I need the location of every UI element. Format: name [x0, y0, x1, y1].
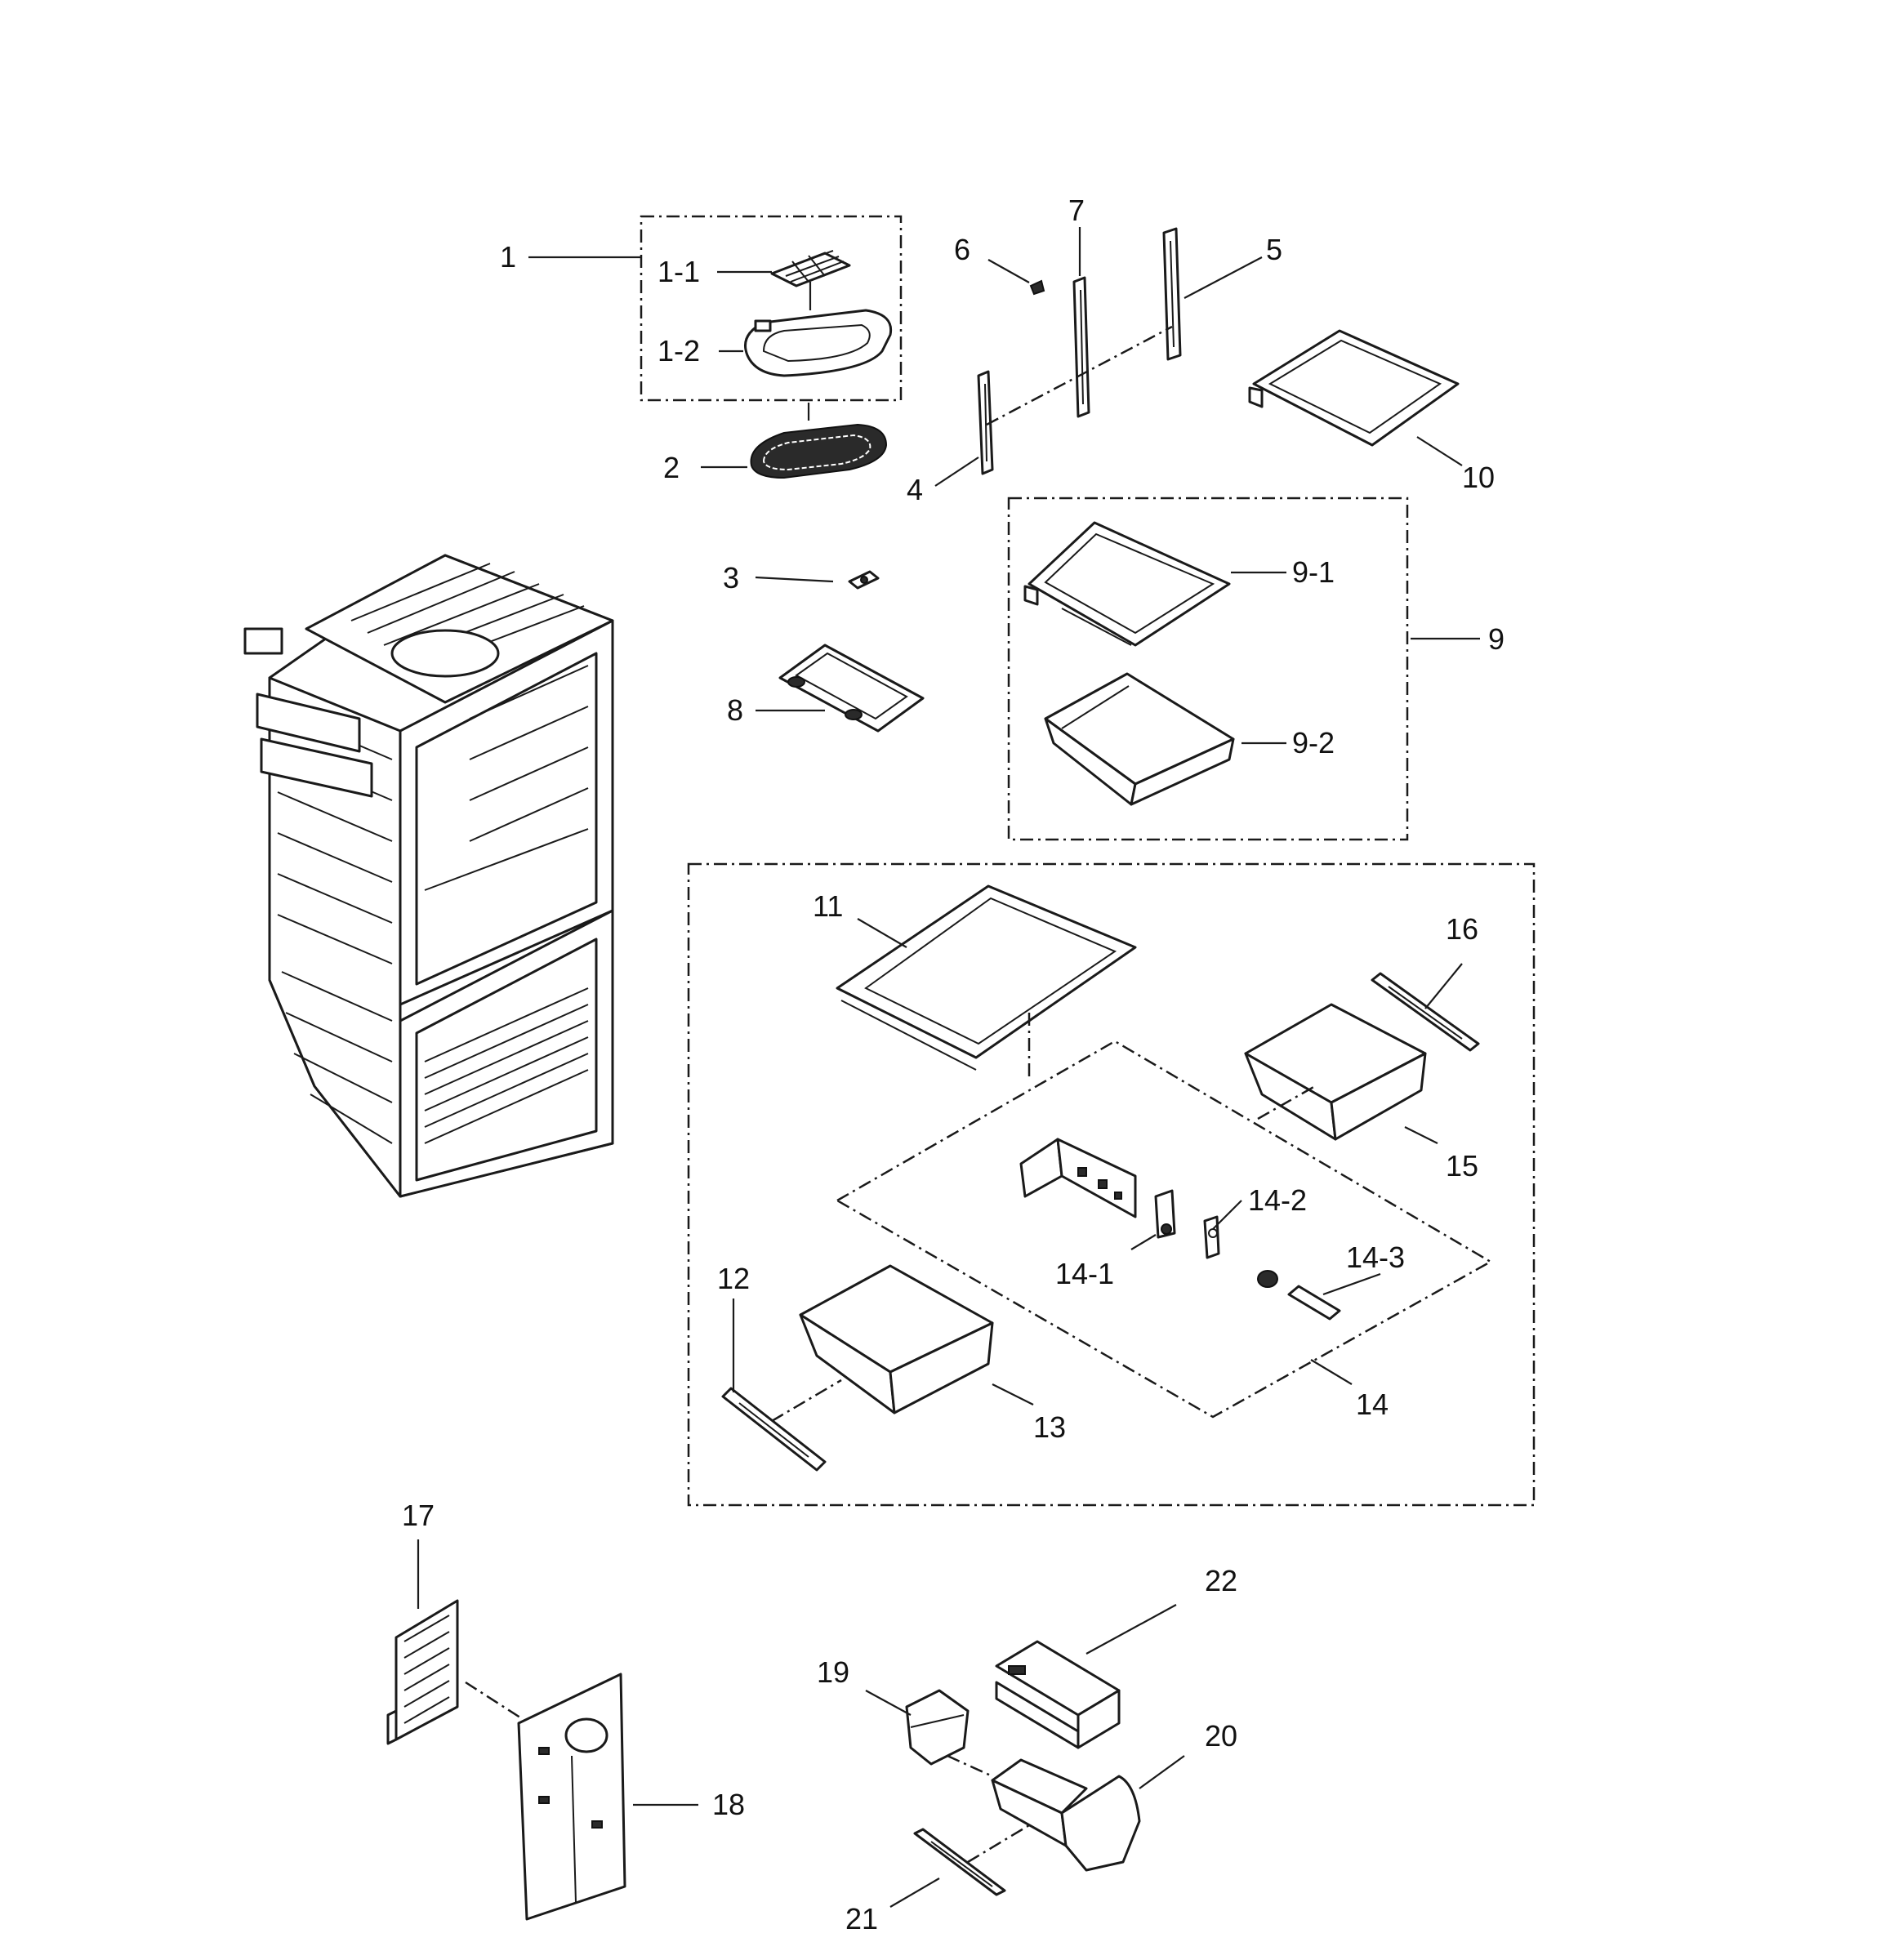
- callout-9-1: 9-1: [1292, 555, 1335, 589]
- part-10-glass-shelf: [1248, 329, 1460, 447]
- assembly-9-group-box: [1007, 497, 1409, 841]
- part-7-shelf-rail: [1072, 276, 1090, 418]
- callout-10: 10: [1462, 461, 1495, 494]
- callout-9: 9: [1488, 622, 1504, 656]
- part-13-crisper-drawer: [799, 1264, 994, 1414]
- callout-1-1: 1-1: [658, 255, 700, 288]
- part-5-shelf-rail: [1162, 227, 1182, 361]
- callout-15: 15: [1446, 1149, 1478, 1183]
- part-6-rail-stopper: [1029, 279, 1045, 296]
- part-3-clip: [848, 570, 880, 590]
- part-20-ice-bucket: [991, 1758, 1141, 1872]
- part-9-1-shelf: [1023, 521, 1231, 647]
- callout-17: 17: [402, 1499, 435, 1532]
- callout-1-2: 1-2: [658, 334, 700, 368]
- callout-19: 19: [817, 1655, 849, 1689]
- assembly-14-group-outline: [835, 1040, 1493, 1419]
- callout-4: 4: [907, 473, 923, 506]
- callout-14-3: 14-3: [1346, 1241, 1405, 1274]
- callout-12: 12: [717, 1262, 750, 1295]
- part-4-shelf-rail: [977, 370, 994, 475]
- callout-5: 5: [1266, 233, 1282, 266]
- callout-8: 8: [727, 693, 743, 727]
- part-8-shelf-frame: [778, 644, 925, 733]
- callout-11: 11: [813, 889, 843, 923]
- refrigerator-cabinet: [243, 554, 614, 1198]
- assembly-1-group-box: [640, 215, 903, 402]
- callout-1: 1: [500, 240, 516, 274]
- callout-21: 21: [845, 1902, 878, 1936]
- callout-6: 6: [954, 233, 970, 266]
- callout-16: 16: [1446, 912, 1478, 946]
- part-14-1-damper: [1154, 1189, 1176, 1239]
- part-16-drawer-rail: [1371, 972, 1480, 1052]
- callout-2: 2: [663, 451, 680, 484]
- callout-14: 14: [1356, 1388, 1389, 1421]
- callout-20: 20: [1205, 1719, 1237, 1753]
- part-12-drawer-rail: [721, 1387, 827, 1472]
- callout-18: 18: [712, 1788, 745, 1821]
- part-1-2-filter-housing: [744, 309, 893, 377]
- leader-lines: [417, 227, 1480, 1908]
- assembly-11-16-group-box: [687, 862, 1536, 1507]
- part-1-1-filter-cover: [770, 250, 851, 287]
- part-17-evaporator: [386, 1599, 459, 1745]
- part-18-evaporator-cover: [517, 1673, 626, 1921]
- callout-9-2: 9-2: [1292, 726, 1335, 760]
- part-22-ice-maker: [995, 1640, 1121, 1749]
- part-14-3-knob: [1257, 1270, 1341, 1321]
- part-14-2-lever: [1203, 1215, 1220, 1259]
- part-11-crisper-cover: [836, 884, 1137, 1071]
- part-2-filter-grille: [750, 423, 888, 479]
- callout-3: 3: [723, 561, 739, 595]
- callout-13: 13: [1033, 1410, 1066, 1444]
- part-14-control-bracket: [1019, 1138, 1137, 1218]
- callout-22: 22: [1205, 1564, 1237, 1597]
- part-9-2-drawer: [1044, 672, 1235, 806]
- part-19-auger-motor: [905, 1689, 970, 1766]
- part-21-bucket-rail: [913, 1828, 1006, 1896]
- callout-14-2: 14-2: [1248, 1183, 1307, 1217]
- callout-7: 7: [1068, 194, 1085, 227]
- callout-14-1: 14-1: [1055, 1257, 1114, 1290]
- part-15-crisper-drawer: [1244, 1003, 1427, 1141]
